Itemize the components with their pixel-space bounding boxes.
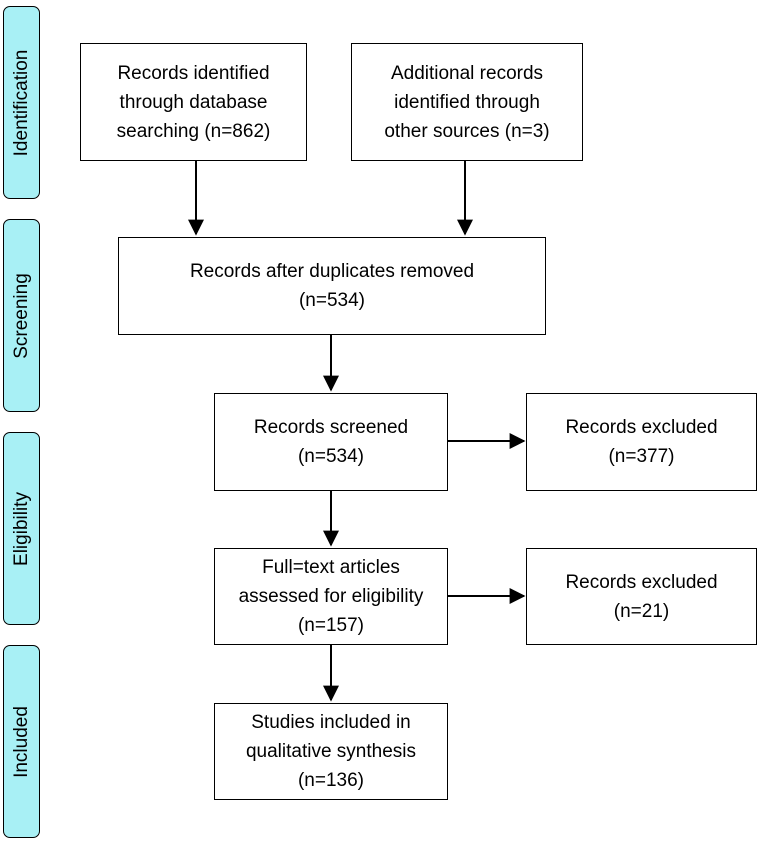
box-other-sources: Additional records identified through ot… — [351, 43, 583, 161]
box-line: identified through — [394, 91, 540, 113]
box-line: (n=157) — [297, 615, 365, 636]
box-line: (n=534) — [297, 446, 365, 467]
box-records-screened: Records screened (n=534) — [214, 393, 448, 491]
box-line: Studies included in — [251, 712, 411, 733]
box-line: (n=377) — [608, 446, 675, 467]
stage-eligibility: Eligibility — [3, 432, 40, 625]
box-line: through database — [119, 91, 268, 113]
box-line: searching (n=862) — [116, 120, 271, 142]
box-database-records: Records identified through database sear… — [80, 43, 307, 161]
box-line: Records excluded — [565, 571, 718, 593]
box-line: other sources (n=3) — [384, 120, 550, 142]
box-line: Full=text articles — [262, 557, 400, 578]
box-studies-included: Studies included in qualitative synthesi… — [214, 703, 448, 800]
box-after-duplicates: Records after duplicates removed (n=534) — [118, 237, 546, 335]
box-line: qualitative synthesis — [245, 741, 417, 762]
box-line: (n=21) — [613, 600, 670, 622]
box-line: (n=136) — [297, 770, 365, 791]
box-line: Additional records — [390, 62, 544, 84]
stage-identification: Identification — [3, 6, 40, 199]
box-line: Records excluded — [565, 417, 718, 438]
box-line: (n=534) — [298, 290, 366, 311]
box-line: Records screened — [253, 417, 409, 438]
box-excluded-eligibility: Records excluded (n=21) — [526, 548, 757, 645]
box-line: Records identified — [117, 62, 270, 84]
box-line: Records after duplicates removed — [189, 261, 475, 282]
stage-included: Included — [3, 645, 40, 838]
box-line: assessed for eligibility — [238, 586, 424, 607]
box-excluded-screening: Records excluded (n=377) — [526, 393, 757, 491]
stage-screening: Screening — [3, 219, 40, 412]
box-full-text-articles: Full=text articles assessed for eligibil… — [214, 548, 448, 645]
